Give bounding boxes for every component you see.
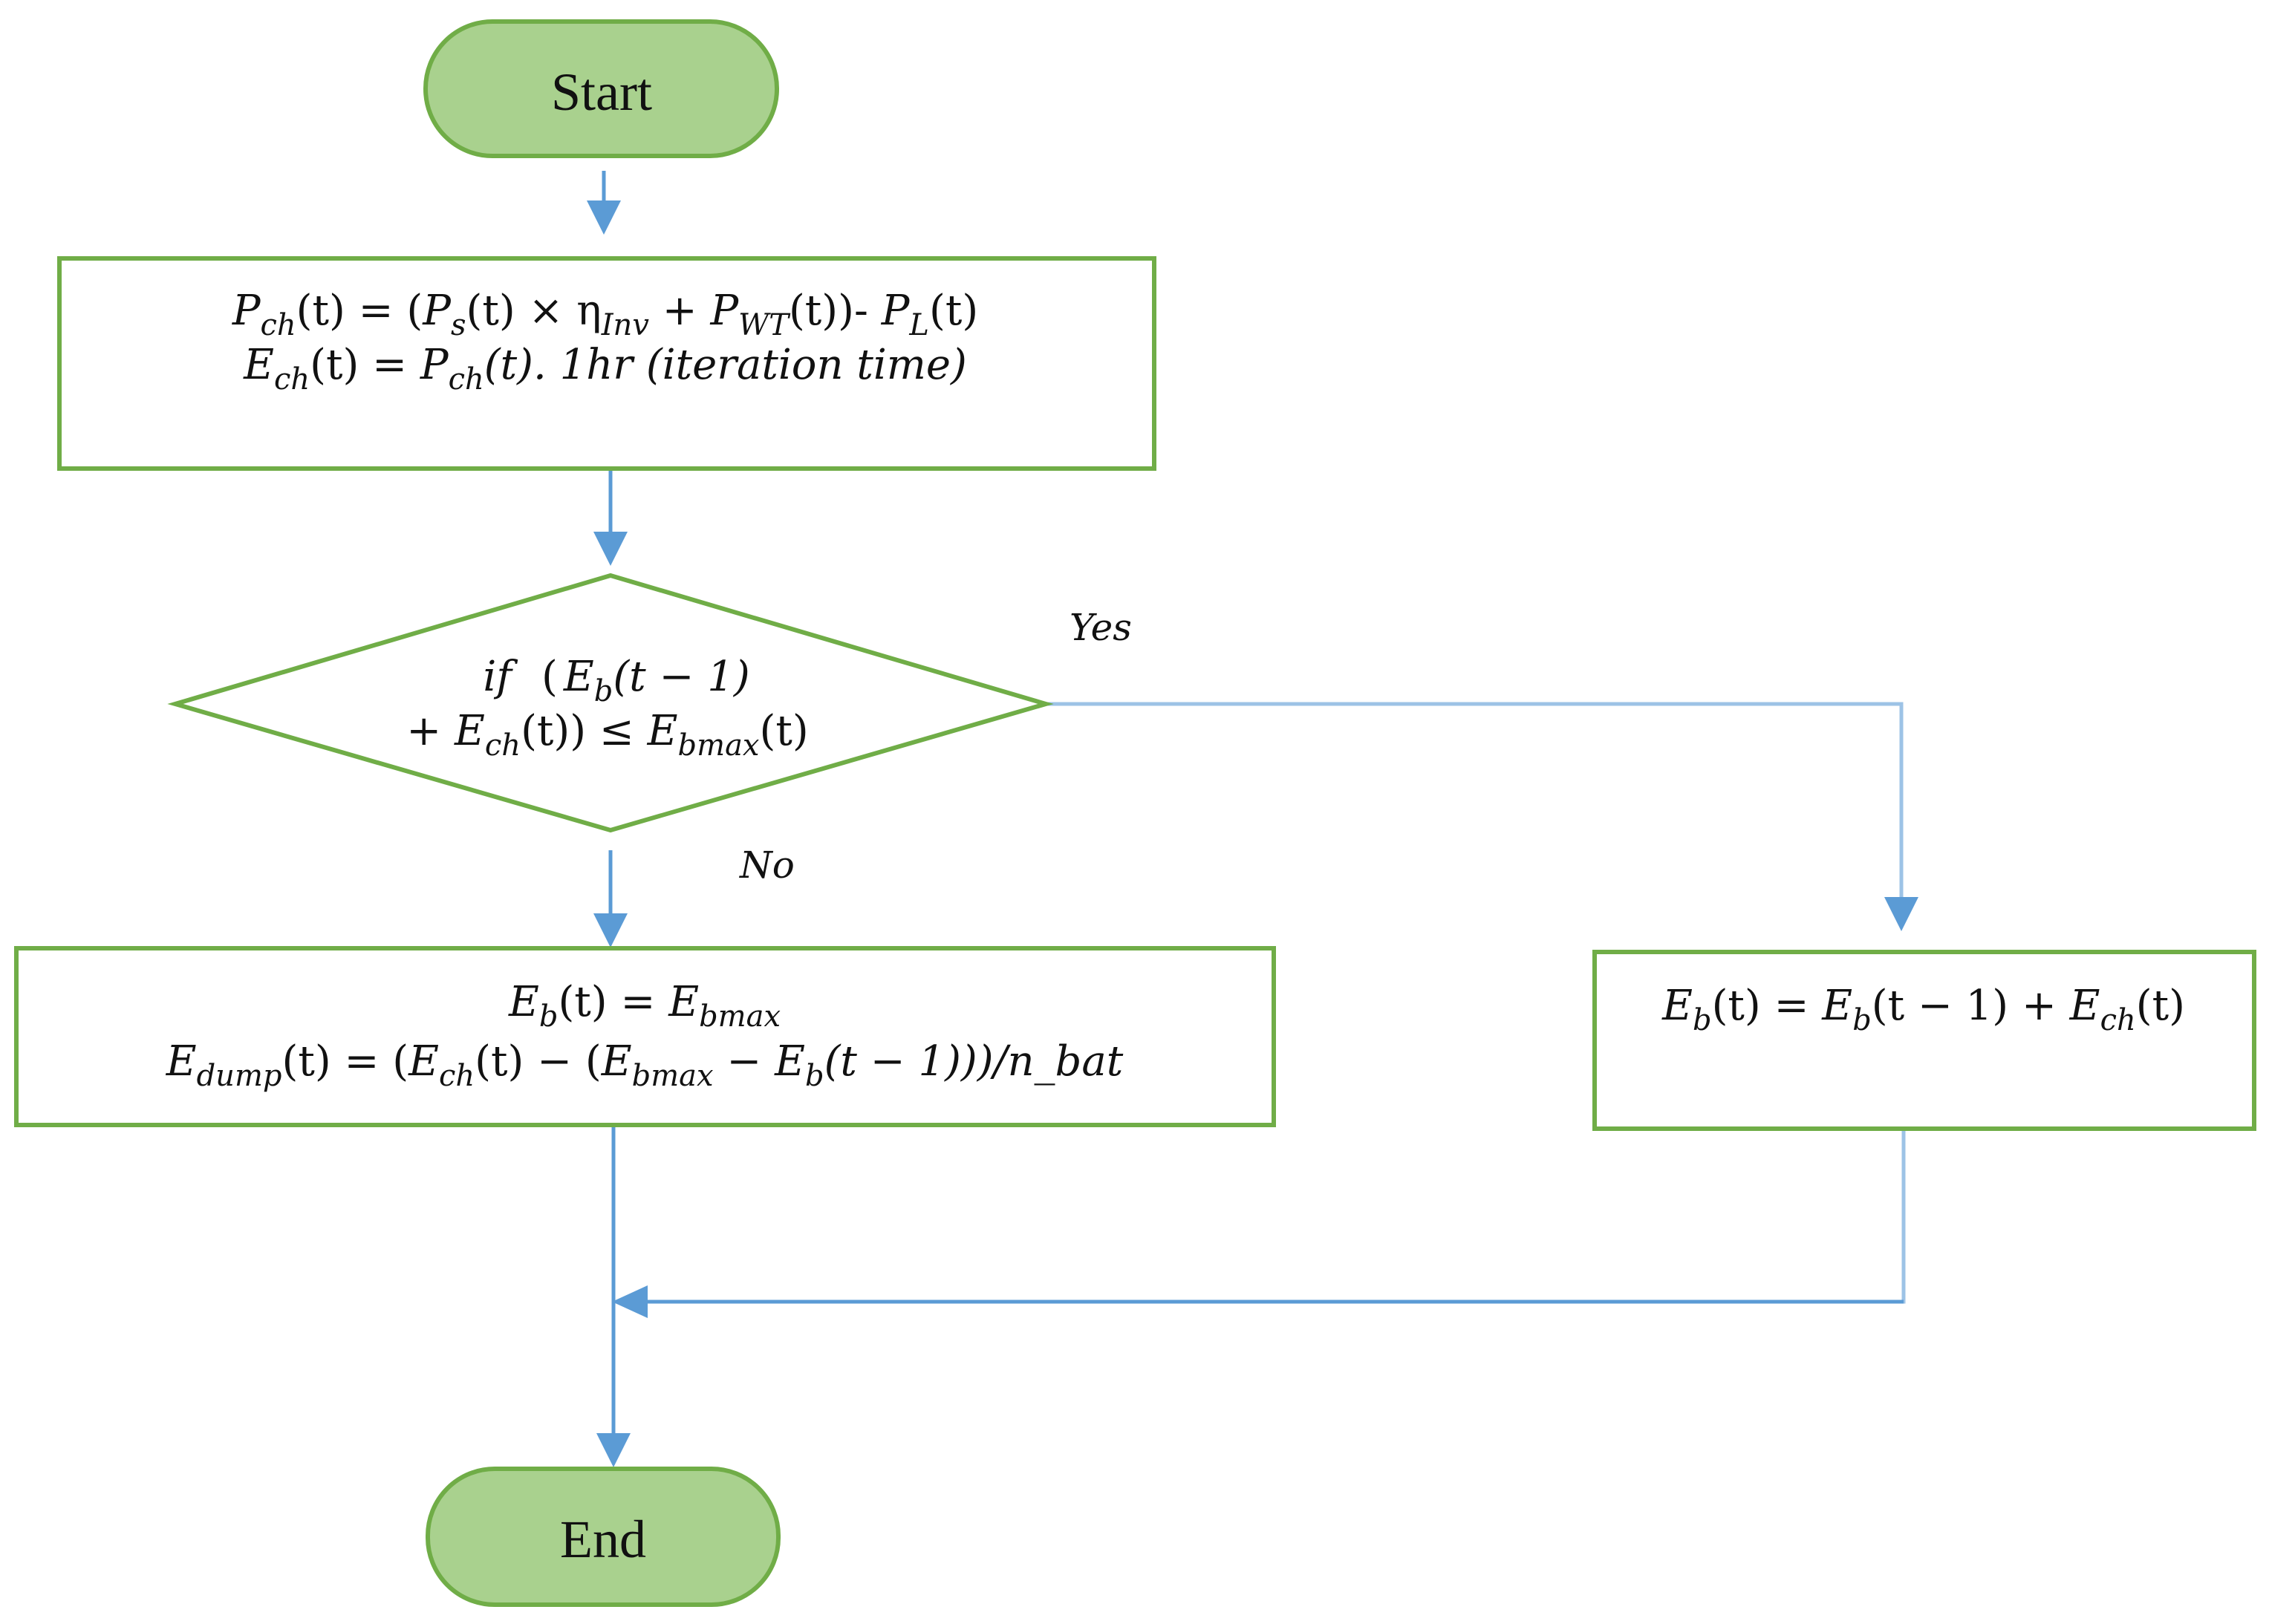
arrow-dump-to-end-head	[596, 1433, 631, 1467]
arrow-decision-no-head	[593, 913, 628, 948]
arrow-decision-yes-head	[1884, 897, 1918, 931]
charge-power-equation: Pch(t) = (Ps(t) × ηInv + PWT(t))- PL(t)	[232, 287, 978, 342]
arrow-store-return	[639, 1130, 1906, 1304]
charge-process: Pch(t) = (Ps(t) × ηInv + PWT(t))- PL(t) …	[57, 256, 1156, 471]
arrow-store-return-head	[612, 1285, 648, 1318]
decision-condition-line2: + Ech(t)) ≤ Ebmax(t)	[406, 707, 808, 763]
decision-diamond	[167, 573, 1054, 833]
battery-full-equation: Eb(t) = Ebmax	[508, 978, 781, 1034]
arrow-charge-to-decision-head	[593, 532, 628, 566]
arrow-decision-yes	[1046, 702, 1904, 907]
arrow-start-to-charge-head	[587, 200, 621, 235]
connectors	[587, 171, 1918, 1467]
charge-process-box	[57, 256, 1156, 471]
end-label: End	[560, 1510, 646, 1569]
start-label: Start	[551, 62, 652, 122]
branch-no-label: No	[739, 844, 795, 887]
store-process: Eb(t) = Eb(t − 1) + Ech(t)	[1592, 950, 2256, 1131]
capacity-decision: if(Eb(t − 1) + Ech(t)) ≤ Ebmax(t)	[167, 573, 1054, 833]
dump-energy-equation: Edump(t) = (Ech(t) − (Ebmax − Eb(t − 1))…	[166, 1037, 1124, 1093]
end-terminal: End	[426, 1467, 781, 1607]
decision-condition-line1: if(Eb(t − 1)	[483, 653, 749, 708]
store-process-box	[1592, 950, 2256, 1131]
dump-process: Eb(t) = Ebmax Edump(t) = (Ech(t) − (Ebma…	[14, 946, 1276, 1127]
battery-store-equation: Eb(t) = Eb(t − 1) + Ech(t)	[1661, 982, 2185, 1037]
start-terminal: Start	[423, 19, 779, 158]
charge-energy-equation: Ech(t) = Pch(t). 1hr (iteration time)	[243, 341, 967, 397]
start-shape	[423, 19, 779, 158]
dump-process-box	[14, 946, 1276, 1127]
branch-yes-label: Yes	[1070, 606, 1132, 649]
end-shape	[426, 1467, 781, 1607]
